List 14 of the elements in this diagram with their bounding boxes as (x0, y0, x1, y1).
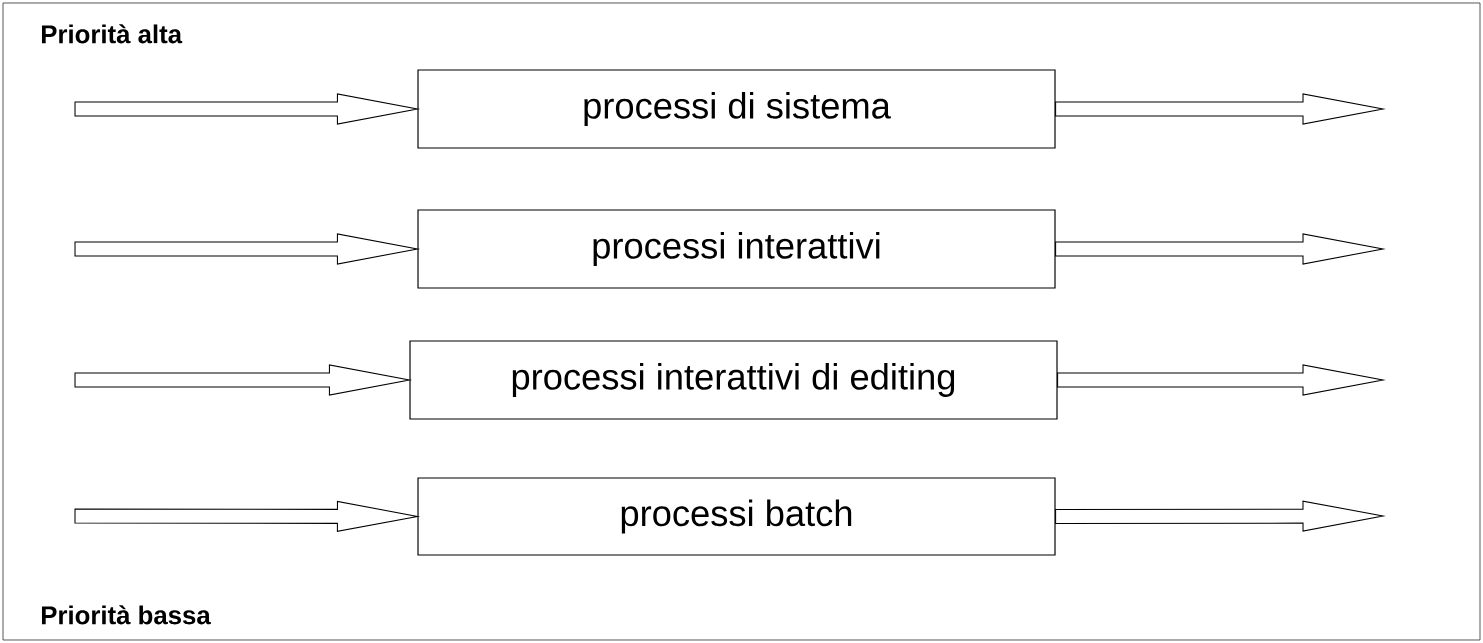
block-arrow (1055, 93, 1386, 125)
process-box: processi di sistema (417, 69, 1056, 149)
block-arrow (74, 500, 421, 532)
priority-label: Priorità alta (42, 24, 183, 44)
process-box: processi interattivi di editing (409, 340, 1058, 420)
block-arrow (74, 364, 413, 396)
block-arrow (1055, 500, 1386, 532)
block-arrow (1057, 364, 1386, 396)
block-arrow (74, 233, 421, 265)
process-box: processi interattivi (417, 209, 1056, 289)
block-arrow (1055, 233, 1386, 265)
process-box: processi batch (417, 477, 1056, 556)
block-arrow (74, 93, 421, 125)
priority-label: Priorità bassa (42, 605, 211, 625)
